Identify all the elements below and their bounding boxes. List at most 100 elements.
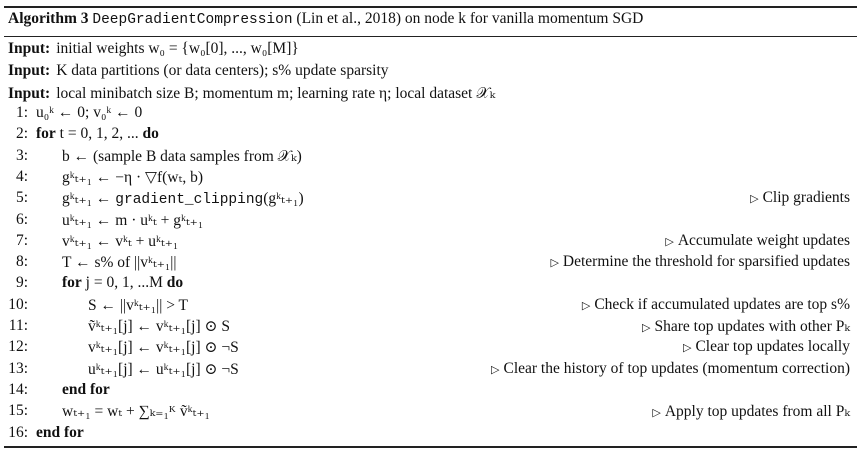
keyword: for	[36, 125, 56, 143]
comment-text: Clip gradients	[762, 189, 850, 207]
input-keyword: Input:	[8, 62, 51, 79]
comment-text: Clear the history of top updates (moment…	[503, 359, 850, 377]
algorithm-line: 7: vᵏₜ₊₁ ← vᵏₜ + uᵏₜ₊₁ ▷Accumulate weight …	[0, 232, 862, 252]
statement-text: vᵏₜ₊₁ ← vᵏₜ + uᵏₜ₊₁	[62, 232, 179, 250]
line-number: 2:	[15, 125, 28, 143]
input-text: initial weights w₀ = {w₀[0], ..., w₀[M]}	[56, 40, 299, 57]
algorithm-line: 4:gᵏₜ₊₁ ← −η · ▽f(wₜ, b)	[0, 168, 862, 188]
statement-text: uᵏₜ₊₁[j] ← uᵏₜ₊₁[j] ⊙ ¬S	[88, 360, 239, 378]
algorithm-line: 12:vᵏₜ₊₁[j] ← vᵏₜ₊₁[j] ⊙ ¬S▷Clear top up…	[0, 338, 862, 358]
algorithm-caption: (Lin et al., 2018) on node k for vanilla…	[296, 10, 644, 27]
comment-text: Clear top updates locally	[695, 338, 850, 356]
input-line: Input: local minibatch size B; momentum m…	[0, 84, 862, 104]
comment-triangle-icon: ▷	[665, 235, 674, 248]
algorithm-line: 8: T ← s% of ||vᵏₜ₊₁|| ▷Determine the thre…	[0, 253, 862, 273]
algorithm-line: 5: gᵏₜ₊₁ ← gradient_clipping(gᵏₜ₊₁) ▷Clip …	[0, 189, 862, 209]
input-line: Input: K data partitions (or data centers…	[0, 62, 862, 82]
top-rule	[4, 6, 857, 8]
line-number: 14:	[8, 380, 28, 398]
line-statement: for j = 0, 1, ...M do	[62, 274, 183, 292]
algorithm-line: 9: for j = 0, 1, ...M do	[0, 274, 862, 294]
comment-text: Check if accumulated updates are top s%	[594, 295, 850, 313]
line-comment: ▷Accumulate weight updates	[665, 232, 850, 250]
line-statement: end for	[62, 381, 110, 399]
comment-triangle-icon: ▷	[652, 407, 661, 420]
line-statement: ṽᵏₜ₊₁[j] ← vᵏₜ₊₁[j] ⊙ S	[88, 317, 230, 336]
algorithm-line: 1: u₀ᵏ ← 0; v₀ᵏ ← 0	[0, 104, 862, 124]
line-comment: ▷Share top updates with other Pₖ	[642, 317, 850, 336]
line-number: 6:	[15, 210, 28, 228]
algorithm-line: 15: wₜ₊₁ = wₜ + ∑ₖ₌₁ᴷ ṽᵏₜ₊₁ ▷Apply top upd…	[0, 402, 862, 422]
comment-text: Share top updates with other Pₖ	[654, 318, 851, 335]
line-number: 15:	[8, 402, 28, 420]
statement-text: vᵏₜ₊₁[j] ← vᵏₜ₊₁[j] ⊙ ¬S	[88, 339, 239, 357]
statement-text: T ← s% of ||vᵏₜ₊₁||	[62, 254, 177, 272]
statement-text: gᵏₜ₊₁ ← −η · ▽f(wₜ, b)	[62, 168, 203, 186]
statement-text: t = 0, 1, 2, ...	[55, 125, 139, 143]
comment-triangle-icon: ▷	[683, 342, 692, 355]
line-number: 10:	[8, 295, 28, 313]
input-keyword: Input:	[8, 40, 51, 57]
line-statement: vᵏₜ₊₁ ← vᵏₜ + uᵏₜ₊₁	[62, 232, 178, 251]
algorithm-line: 14: end for	[0, 381, 862, 401]
comment-triangle-icon: ▷	[581, 299, 591, 312]
comment-text: Apply top updates from all Pₖ	[664, 403, 850, 421]
statement-text: wₜ₊₁ = wₜ + ∑ₖ₌₁ᴷ ṽᵏₜ₊₁	[62, 403, 210, 421]
line-number: 13:	[8, 359, 28, 377]
algorithm-title: Algorithm 3 DeepGradientCompression (Lin…	[8, 10, 643, 28]
line-number: 8:	[15, 253, 28, 271]
statement-text-rest: (gᵏₜ₊₁)	[263, 190, 304, 208]
line-number: 5:	[15, 189, 28, 207]
input-keyword: Input:	[8, 85, 51, 102]
line-number: 16:	[8, 423, 28, 441]
statement-text: ṽᵏₜ₊₁[j] ← vᵏₜ₊₁[j] ⊙ S	[88, 318, 230, 335]
statement-text: b ← (sample B data samples from 𝒳ₖ)	[62, 147, 302, 165]
line-statement: b ← (sample B data samples from 𝒳ₖ)	[62, 147, 302, 166]
comment-triangle-icon: ▷	[642, 322, 651, 334]
line-statement: uᵏₜ₊₁[j] ← uᵏₜ₊₁[j] ⊙ ¬S	[88, 360, 239, 379]
function-name: gradient_clipping	[115, 192, 264, 209]
algorithm-line: 2: for t = 0, 1, 2, ... do	[0, 125, 862, 145]
keyword: do	[138, 125, 159, 143]
keyword: for	[62, 274, 82, 292]
keyword: do	[162, 274, 184, 292]
comment-triangle-icon: ▷	[750, 193, 759, 206]
line-number: 3:	[15, 146, 28, 164]
line-statement: T ← s% of ||vᵏₜ₊₁||	[62, 253, 177, 272]
line-number: 1:	[15, 104, 28, 121]
line-statement: u₀ᵏ ← 0; v₀ᵏ ← 0	[36, 104, 142, 122]
line-statement: for t = 0, 1, 2, ... do	[36, 125, 159, 143]
comment-text: Accumulate weight updates	[677, 231, 850, 249]
statement-text: gᵏₜ₊₁ ←	[62, 190, 116, 208]
line-comment: ▷Check if accumulated updates are top s%	[582, 296, 850, 314]
statement-text: u₀ᵏ ← 0; v₀ᵏ ← 0	[36, 104, 143, 121]
statement-text: S ← ||vᵏₜ₊₁|| > T	[88, 296, 189, 314]
line-statement: end for	[36, 424, 84, 442]
statement-text: uᵏₜ₊₁ ← m · uᵏₜ + gᵏₜ₊₁	[62, 211, 204, 229]
algorithm-label: Algorithm 3	[8, 10, 89, 27]
line-comment: ▷Clear the history of top updates (momen…	[491, 360, 850, 378]
algorithm-line: 16: end for	[0, 424, 862, 444]
comment-text: Determine the threshold for sparsified u…	[562, 253, 850, 271]
line-statement: gᵏₜ₊₁ ← −η · ▽f(wₜ, b)	[62, 168, 203, 187]
line-comment: ▷Apply top updates from all Pₖ	[652, 402, 850, 421]
algorithm-line: 13: uᵏₜ₊₁[j] ← uᵏₜ₊₁[j] ⊙ ¬S ▷Clear the hi…	[0, 360, 862, 380]
line-number: 7:	[15, 231, 28, 249]
input-line: Input: initial weights w₀ = {w₀[0], ..., …	[0, 40, 862, 60]
line-statement: wₜ₊₁ = wₜ + ∑ₖ₌₁ᴷ ṽᵏₜ₊₁	[62, 402, 210, 421]
title-rule	[4, 36, 857, 37]
comment-triangle-icon: ▷	[491, 363, 500, 376]
algorithm-line: 3: b ← (sample B data samples from 𝒳ₖ)	[0, 147, 862, 167]
input-text: K data partitions (or data centers); s% …	[56, 62, 389, 79]
line-number: 9:	[15, 274, 28, 292]
line-statement: vᵏₜ₊₁[j] ← vᵏₜ₊₁[j] ⊙ ¬S	[88, 338, 239, 357]
algorithm-line: 11: ṽᵏₜ₊₁[j] ← vᵏₜ₊₁[j] ⊙ S ▷Share top upd…	[0, 317, 862, 337]
input-text: local minibatch size B; momentum m; lear…	[56, 85, 496, 102]
line-statement: uᵏₜ₊₁ ← m · uᵏₜ + gᵏₜ₊₁	[62, 211, 203, 230]
line-comment: ▷Clip gradients	[750, 189, 850, 207]
line-comment: ▷Determine the threshold for sparsified …	[550, 253, 850, 271]
line-comment: ▷Clear top updates locally	[683, 338, 850, 356]
keyword: end for	[36, 423, 84, 441]
keyword: end for	[62, 380, 110, 398]
line-number: 11:	[8, 317, 28, 334]
